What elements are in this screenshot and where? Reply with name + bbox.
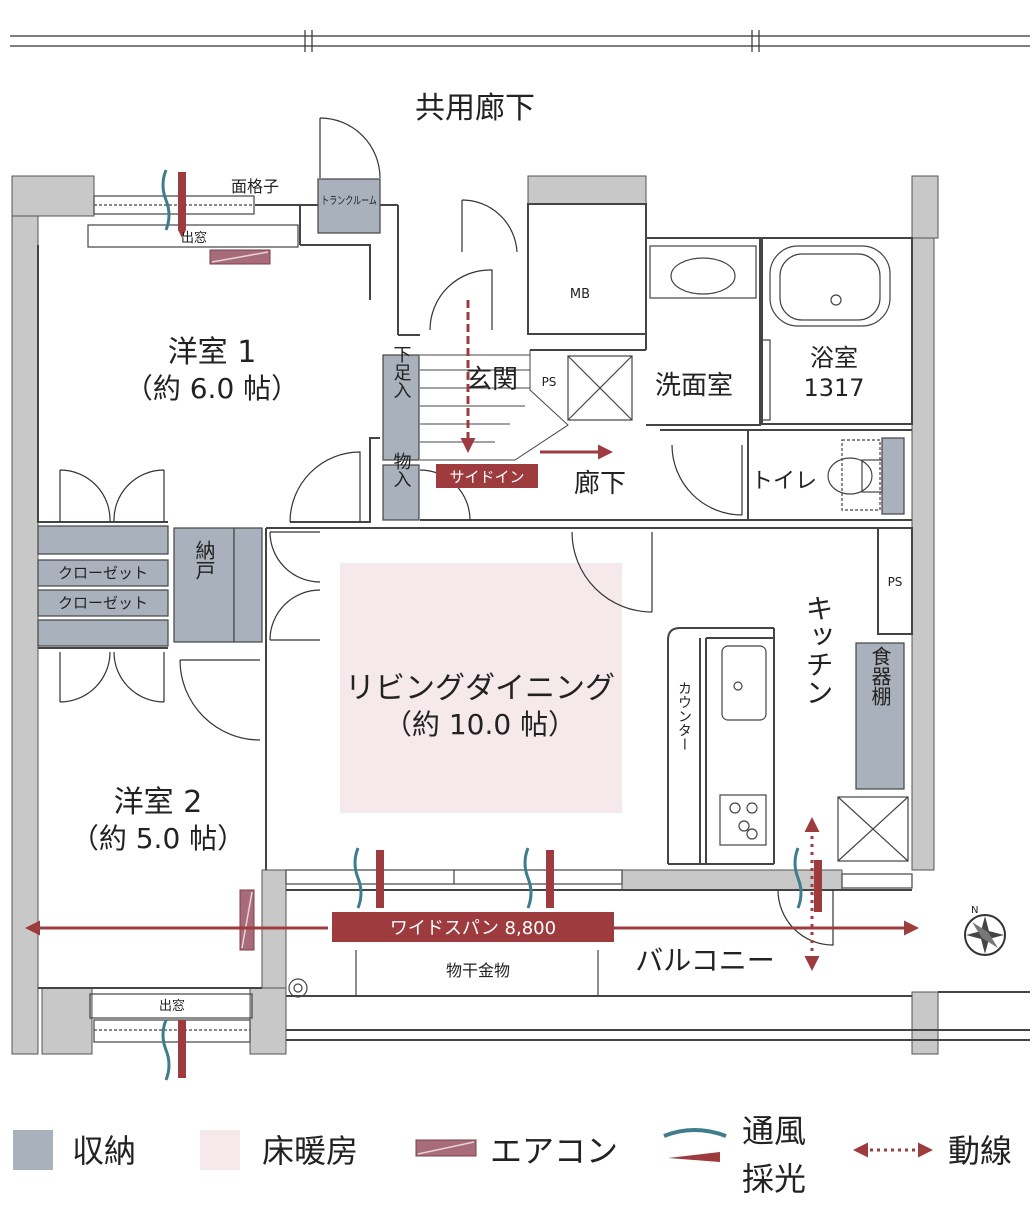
aircon-units bbox=[209, 249, 271, 951]
legend-daylight-icon bbox=[668, 1152, 720, 1162]
doors bbox=[59, 117, 834, 946]
side-in-label: サイドイン bbox=[449, 468, 524, 486]
wide-span-label: ワイドスパン 8,800 bbox=[390, 918, 556, 939]
washroom-fixtures bbox=[567, 245, 905, 515]
meter-box-label: MB bbox=[570, 287, 590, 302]
storeroom-label: 納戸 bbox=[192, 540, 216, 580]
wide-span-banner bbox=[332, 912, 614, 942]
legend-ventilation-label: 通風 bbox=[742, 1112, 806, 1150]
entrance-label: 玄関 bbox=[466, 365, 518, 395]
kitchen-fixtures bbox=[288, 645, 909, 998]
closet-2-label: クローゼット bbox=[58, 594, 148, 612]
storage-label: 物入 bbox=[391, 452, 412, 488]
compass-n-label: N bbox=[971, 905, 978, 916]
lattice-label: 面格子 bbox=[231, 177, 279, 196]
bedroom1-size: （約 6.0 帖） bbox=[125, 372, 299, 405]
corridor-railing bbox=[10, 30, 1030, 52]
trunk-room-label: トランクルーム bbox=[321, 194, 377, 207]
legend-ventilation-icon bbox=[663, 1128, 727, 1138]
legend-floor-heating-label: 床暖房 bbox=[262, 1132, 358, 1170]
daylight-marks bbox=[178, 172, 822, 1078]
balcony-label: バルコニー bbox=[635, 944, 774, 977]
living-size: （約 10.0 帖） bbox=[384, 708, 576, 741]
circulation-arrows bbox=[25, 300, 919, 971]
storage-blocks bbox=[37, 178, 905, 790]
drying-hardware-label: 物干金物 bbox=[446, 961, 510, 980]
ventilation-marks bbox=[161, 169, 803, 1081]
legend-floor-heating-swatch bbox=[200, 1130, 240, 1170]
interior-walls bbox=[37, 203, 1030, 1041]
legend: 収納 床暖房 エアコン 通風 採光 動線 bbox=[13, 1112, 1012, 1198]
counter-label: カウンター bbox=[676, 681, 692, 751]
side-in-banner bbox=[436, 464, 538, 488]
shoe-storage-label: 下足入 bbox=[391, 345, 412, 399]
legend-daylight-label: 採光 bbox=[742, 1160, 806, 1198]
legend-aircon-label: エアコン bbox=[490, 1132, 618, 1170]
corridor-label: 共用廊下 bbox=[415, 91, 535, 126]
floor-heating-area bbox=[340, 563, 622, 813]
bath-name: 浴室 bbox=[810, 344, 858, 372]
pipe-space-2-label: PS bbox=[888, 575, 903, 589]
bay-window-bottom-label: 出窓 bbox=[159, 998, 185, 1014]
legend-storage-swatch bbox=[13, 1130, 53, 1170]
bath-size: 1317 bbox=[803, 374, 864, 402]
windows bbox=[87, 195, 913, 1043]
bay-window-top-label: 出窓 bbox=[181, 230, 207, 246]
entrance-floor bbox=[420, 350, 569, 461]
legend-circulation-label: 動線 bbox=[948, 1132, 1012, 1170]
toilet-label: トイレ bbox=[751, 469, 817, 494]
hallway-label: 廊下 bbox=[574, 469, 626, 499]
legend-storage-label: 収納 bbox=[72, 1132, 136, 1170]
closet-1-label: クローゼット bbox=[58, 564, 148, 582]
living-name: リビングダイニング bbox=[345, 671, 615, 706]
cupboard-label: 食器棚 bbox=[868, 646, 892, 706]
kitchen-label: キッチン bbox=[802, 594, 835, 706]
compass-icon: N bbox=[964, 905, 1006, 956]
bedroom1-name: 洋室 1 bbox=[168, 335, 257, 370]
washroom-label: 洗面室 bbox=[655, 371, 733, 401]
pipe-space-1-label: PS bbox=[542, 375, 557, 389]
bedroom2-size: （約 5.0 帖） bbox=[71, 822, 245, 855]
bedroom2-name: 洋室 2 bbox=[114, 785, 203, 820]
